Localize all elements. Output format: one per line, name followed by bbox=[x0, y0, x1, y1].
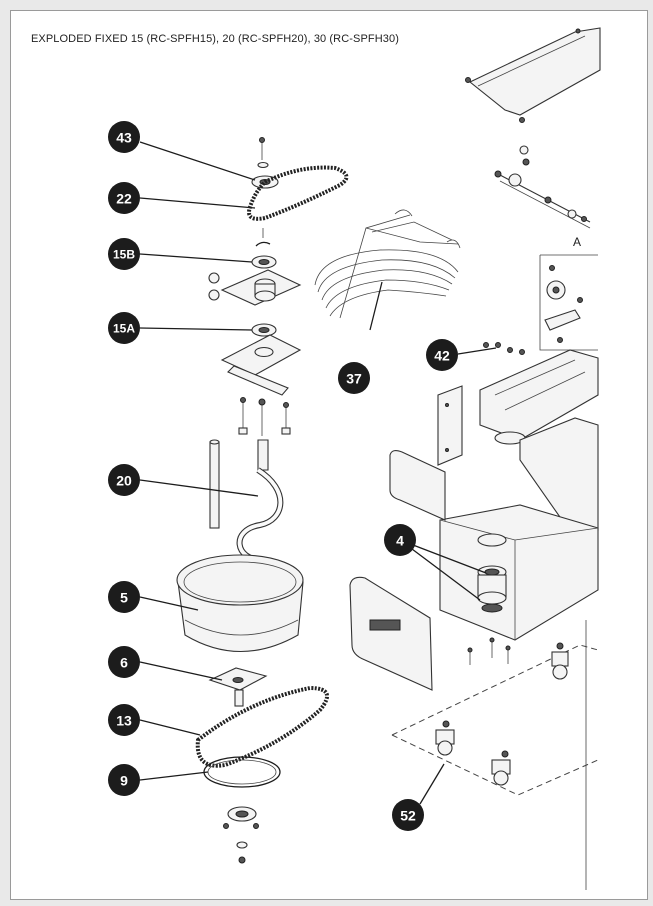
bearing-15a-parts bbox=[220, 323, 302, 396]
bearing-15b-parts bbox=[251, 228, 277, 269]
callout-label: 37 bbox=[346, 371, 362, 387]
callout-label: 6 bbox=[120, 655, 128, 671]
rear-cover bbox=[389, 449, 446, 521]
callout-5[interactable]: 5 bbox=[108, 581, 140, 613]
callout-20[interactable]: 20 bbox=[108, 464, 140, 496]
bottom-drive-chain bbox=[195, 685, 330, 768]
head-fasteners bbox=[483, 342, 525, 355]
page-title: EXPLODED FIXED 15 (RC-SPFH15), 20 (RC-SP… bbox=[31, 33, 399, 45]
callout-6[interactable]: 6 bbox=[108, 646, 140, 678]
callout-43[interactable]: 43 bbox=[108, 121, 140, 153]
callout-42[interactable]: 42 bbox=[426, 339, 458, 371]
caster-front-right bbox=[491, 750, 511, 786]
callout-badge bbox=[108, 764, 140, 796]
bottom-pulley bbox=[223, 806, 259, 864]
caster-area bbox=[391, 620, 599, 890]
bowl-flange bbox=[208, 667, 268, 707]
dough-hook bbox=[236, 439, 284, 563]
front-cover bbox=[349, 576, 433, 691]
callout-label: 15A bbox=[113, 322, 135, 336]
side-panel bbox=[437, 385, 463, 466]
callout-13[interactable]: 13 bbox=[108, 704, 140, 736]
callout-badge bbox=[108, 121, 140, 153]
callout-label: 52 bbox=[400, 808, 416, 824]
callout-label: 9 bbox=[120, 773, 128, 789]
callout-badge bbox=[426, 339, 458, 371]
callout-37[interactable]: 37 bbox=[338, 362, 370, 394]
callout-badge bbox=[384, 524, 416, 556]
callout-label: 43 bbox=[116, 130, 132, 146]
base-body bbox=[439, 504, 599, 641]
bowl bbox=[176, 554, 304, 653]
callout-badge bbox=[108, 581, 140, 613]
upper-bearing-plate bbox=[208, 269, 302, 306]
mounting-bolts bbox=[238, 397, 291, 436]
callout-label: 15B bbox=[113, 248, 135, 262]
callout-badge bbox=[108, 464, 140, 496]
base-bolts bbox=[467, 637, 511, 665]
callout-badge bbox=[392, 799, 424, 831]
detail-a-box bbox=[539, 254, 598, 351]
callout-badge bbox=[108, 312, 140, 344]
top-drive-chain bbox=[247, 165, 349, 221]
callout-badge bbox=[108, 646, 140, 678]
callout-badge bbox=[108, 704, 140, 736]
callout-52[interactable]: 52 bbox=[392, 799, 424, 831]
callout-9[interactable]: 9 bbox=[108, 764, 140, 796]
callout-label: 20 bbox=[116, 473, 132, 489]
callout-label: 13 bbox=[116, 713, 132, 729]
lid-hinge-shaft bbox=[494, 145, 591, 229]
callout-badge bbox=[338, 362, 370, 394]
bowl-guard bbox=[314, 209, 461, 331]
callout-label: 22 bbox=[116, 191, 132, 207]
callout-badge bbox=[108, 182, 140, 214]
callout-22[interactable]: 22 bbox=[108, 182, 140, 214]
callout-label: 5 bbox=[120, 590, 128, 606]
bottom-belt bbox=[203, 756, 281, 788]
detail-a-label: A bbox=[573, 235, 581, 249]
callout-4[interactable]: 4 bbox=[384, 524, 416, 556]
callout-badge bbox=[108, 238, 140, 270]
caster-rear-right bbox=[551, 642, 569, 680]
callout-label: 42 bbox=[434, 348, 450, 364]
breaker-bar bbox=[209, 439, 220, 529]
callout-15a[interactable]: 15A bbox=[108, 312, 140, 344]
callout-15b[interactable]: 15B bbox=[108, 238, 140, 270]
safety-lid bbox=[465, 27, 601, 123]
callouts: 43 22 15B 15A 37 42 20 4 5 6 13 9 52 bbox=[108, 121, 458, 831]
callout-label: 4 bbox=[396, 533, 404, 549]
caster-front-left bbox=[435, 720, 455, 756]
